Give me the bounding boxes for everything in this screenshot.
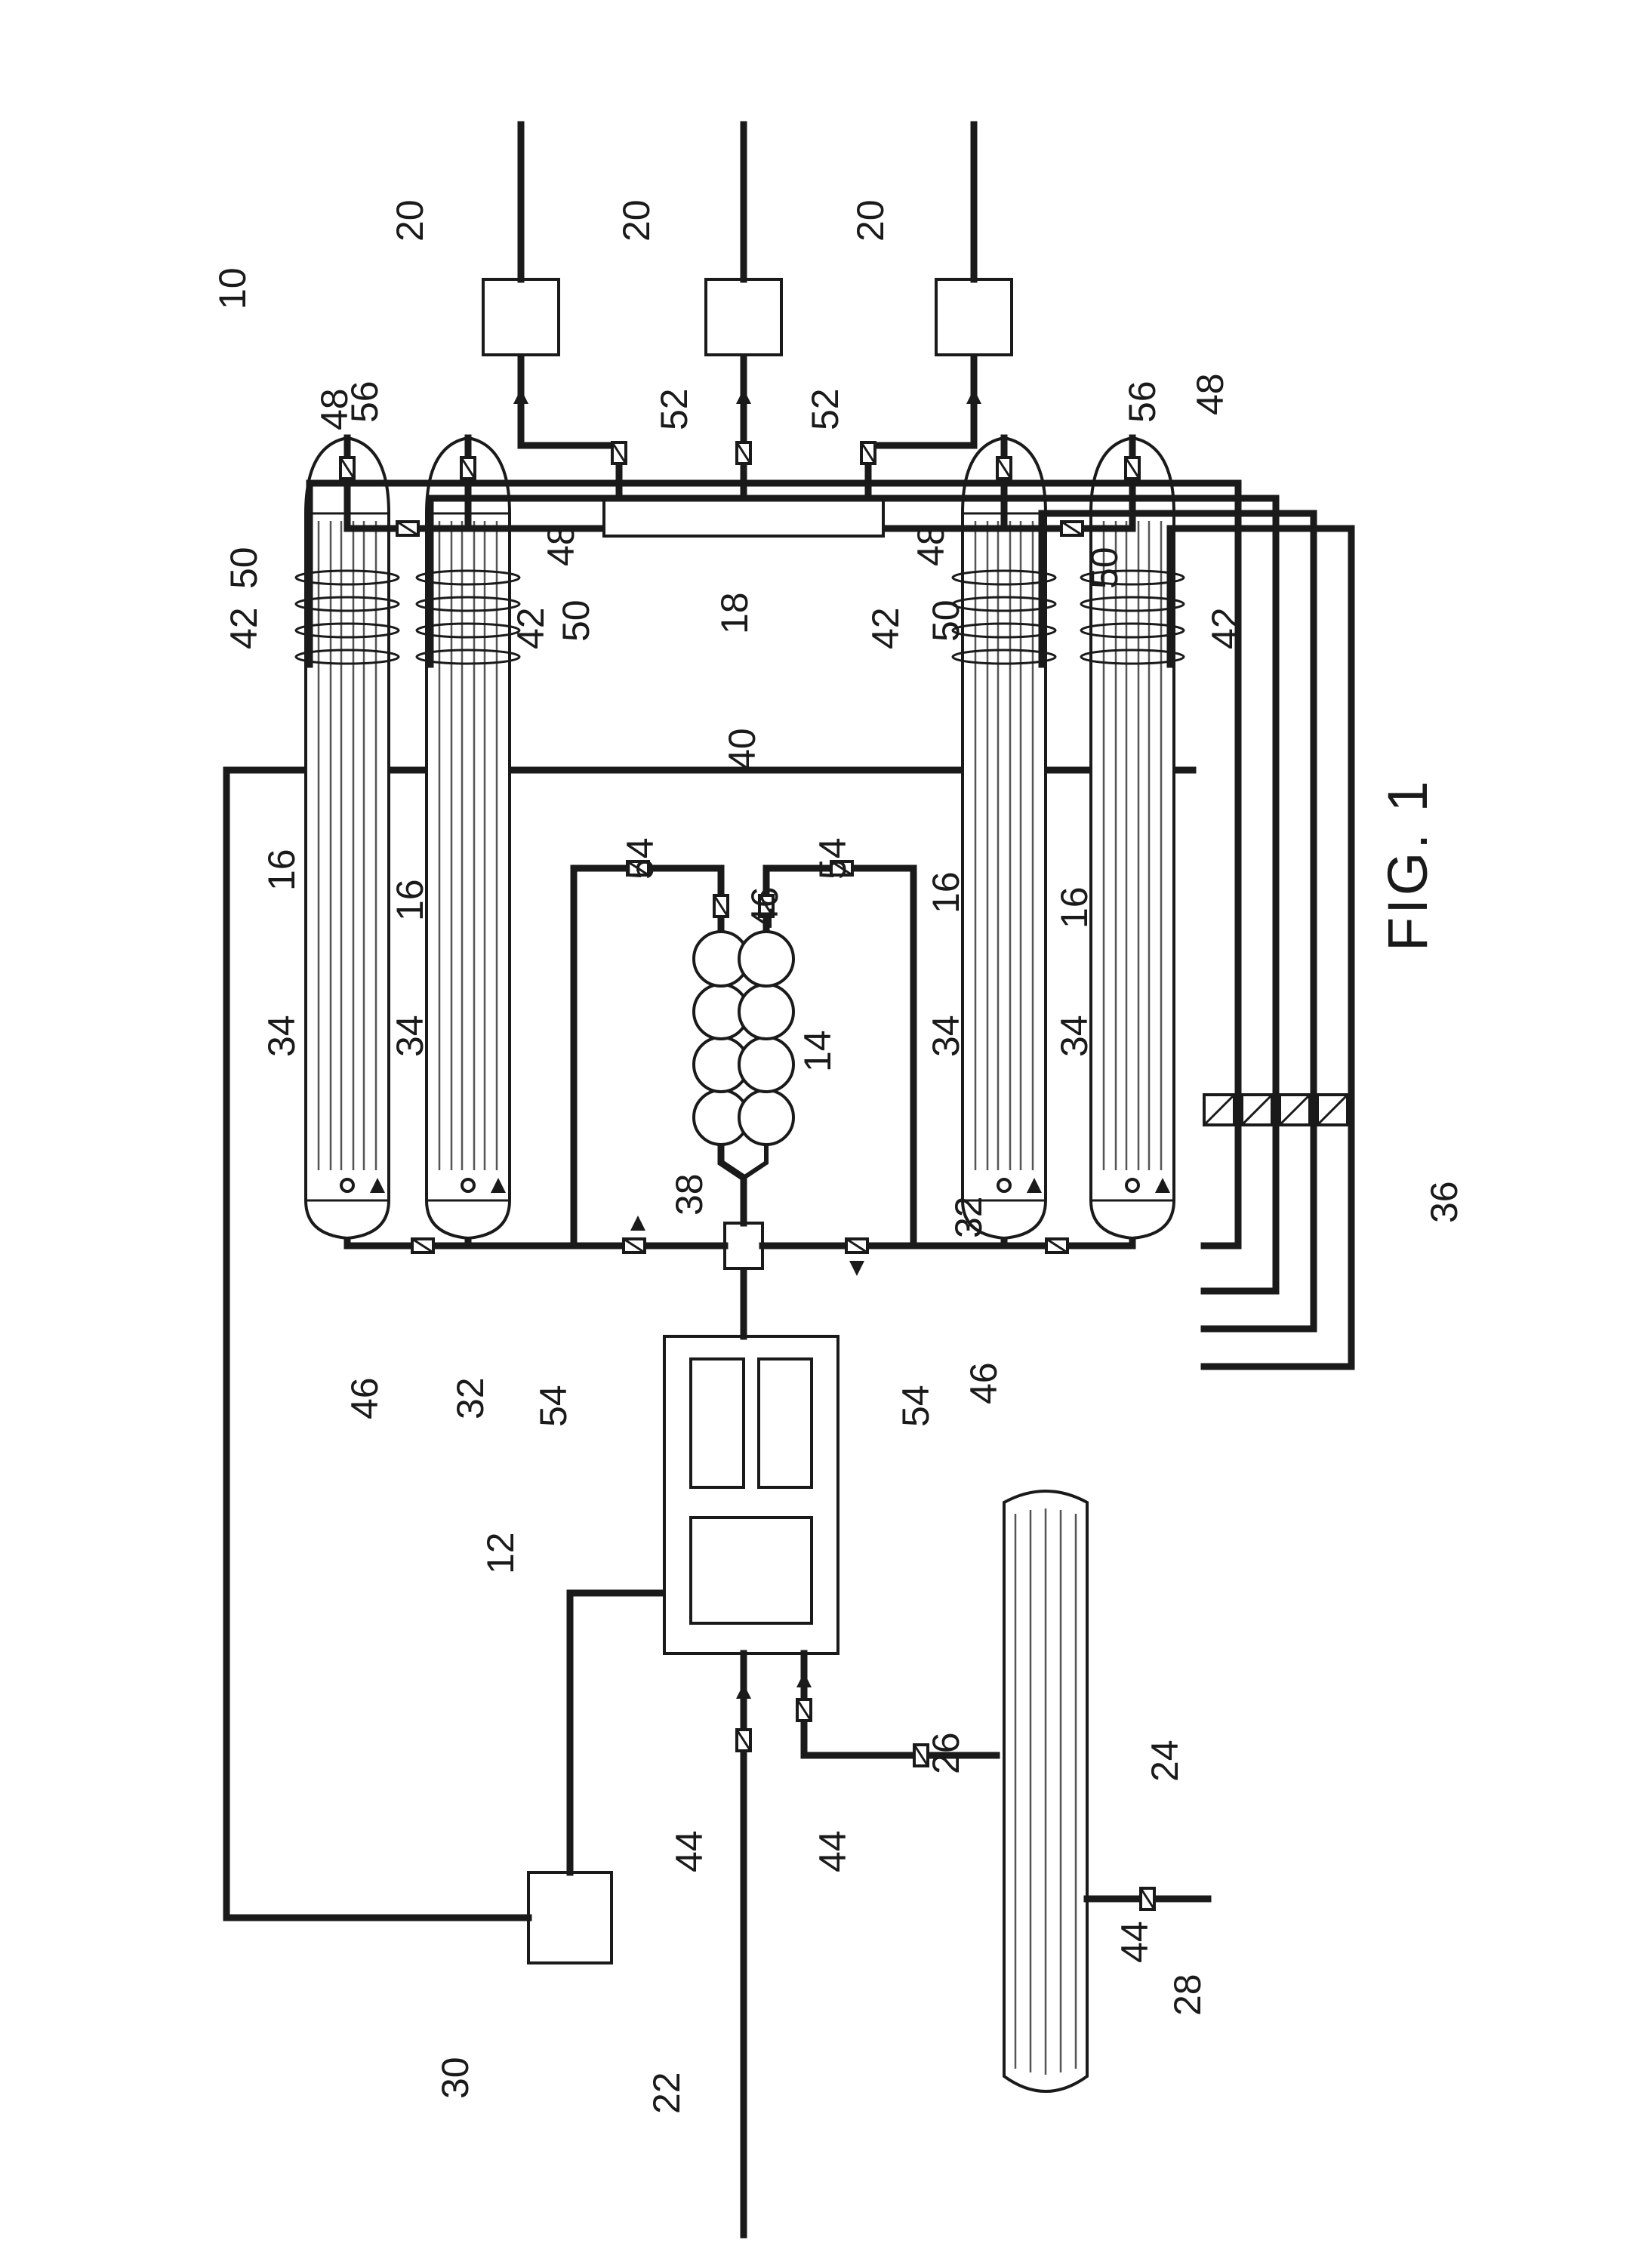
ref-32a: 32 [449,1377,491,1419]
tank-valve-46b [1046,1239,1067,1253]
ref-16c: 16 [925,871,967,914]
junction-38 [725,1223,762,1268]
ref-16a: 16 [260,849,303,891]
tank-valve-46a [412,1239,433,1253]
ref-40: 40 [721,728,763,770]
ref-46b: 46 [963,1362,1005,1404]
ref-10: 10 [211,267,254,310]
compressor-feed [721,1140,744,1223]
ref-12: 12 [479,1532,522,1574]
dispenser-line-c [868,355,974,498]
ref-20a: 20 [389,199,431,242]
inlet-valve-44b [797,1699,811,1721]
ref-48b: 48 [540,524,582,566]
ref-48d: 48 [1189,373,1231,415]
control-line-30-to-controller [570,1593,664,1872]
ref-46c: 46 [744,886,786,929]
ref-42b: 42 [510,607,552,649]
ref-34a: 34 [260,1015,303,1057]
ref-46a: 46 [343,1377,386,1419]
ref-50c: 50 [925,599,967,642]
dispenser-20b [706,279,781,355]
dispenser-valve-52c [861,442,875,464]
ref-54a: 54 [619,837,661,880]
ref-56a: 56 [343,381,386,423]
manifold-valve-56a [397,522,418,535]
ref-54c: 54 [532,1385,575,1427]
controller-12 [664,1336,838,1653]
ref-34b: 34 [389,1015,431,1057]
dispenser-20a [483,279,559,355]
ref-22: 22 [645,2072,688,2114]
ref-14: 14 [796,1030,839,1072]
ref-42a: 42 [223,607,265,649]
figure-label: FIG. 1 [1376,778,1439,951]
control-unit-30 [528,1872,612,1963]
ref-54d: 54 [895,1385,937,1427]
ref-42d: 42 [1204,607,1246,649]
manifold-18 [604,498,883,536]
manifold-valve-56b [1061,522,1083,535]
ref-54b: 54 [812,837,854,880]
ref-34c: 34 [925,1015,967,1057]
line-valve-54c [624,1239,645,1253]
outlet-valve-48b [461,458,475,479]
outlet-valve-48c [997,458,1011,479]
ref-36: 36 [1423,1181,1465,1223]
ref-20c: 20 [849,199,892,242]
ref-50a: 50 [223,547,265,589]
ref-44b: 44 [812,1830,854,1872]
ref-38: 38 [668,1173,710,1216]
line-valve-54d [846,1239,867,1253]
tank-valve-46c [714,895,728,917]
ref-52a: 52 [653,388,695,430]
ref-44a: 44 [668,1830,710,1872]
dispenser-20c [936,279,1012,355]
ref-28: 28 [1166,1974,1209,2016]
tank-line-26 [804,1653,997,1755]
ref-34d: 34 [1053,1015,1095,1057]
ref-48c: 48 [910,524,952,566]
ref-20b: 20 [615,199,658,242]
ref-30: 30 [434,2057,476,2099]
ref-16d: 16 [1053,886,1095,929]
ref-56b: 56 [1121,381,1163,423]
ref-16b: 16 [389,879,431,921]
ref-44c: 44 [1114,1921,1156,1963]
ref-50d: 50 [1083,547,1126,589]
coil-loop-d [1170,528,1351,1367]
ref-50b: 50 [555,599,597,642]
compressor-14 [694,932,793,1145]
ref-26: 26 [925,1732,967,1774]
inlet-valve-44a [737,1730,750,1751]
dispenser-line-a [521,355,619,498]
outlet-valve-48d [1126,458,1139,479]
inlet-valve-44d [1141,1888,1154,1909]
ref-42c: 42 [864,607,907,649]
dispenser-valve-52a [612,442,626,464]
ref-24: 24 [1144,1740,1186,1782]
supply-tank-24 [1004,1491,1087,2091]
outlet-valve-48a [340,458,354,479]
ref-18: 18 [713,592,756,634]
ref-52b: 52 [804,388,846,430]
dispenser-valve-52b [737,442,750,464]
ref-32b: 32 [947,1196,990,1238]
